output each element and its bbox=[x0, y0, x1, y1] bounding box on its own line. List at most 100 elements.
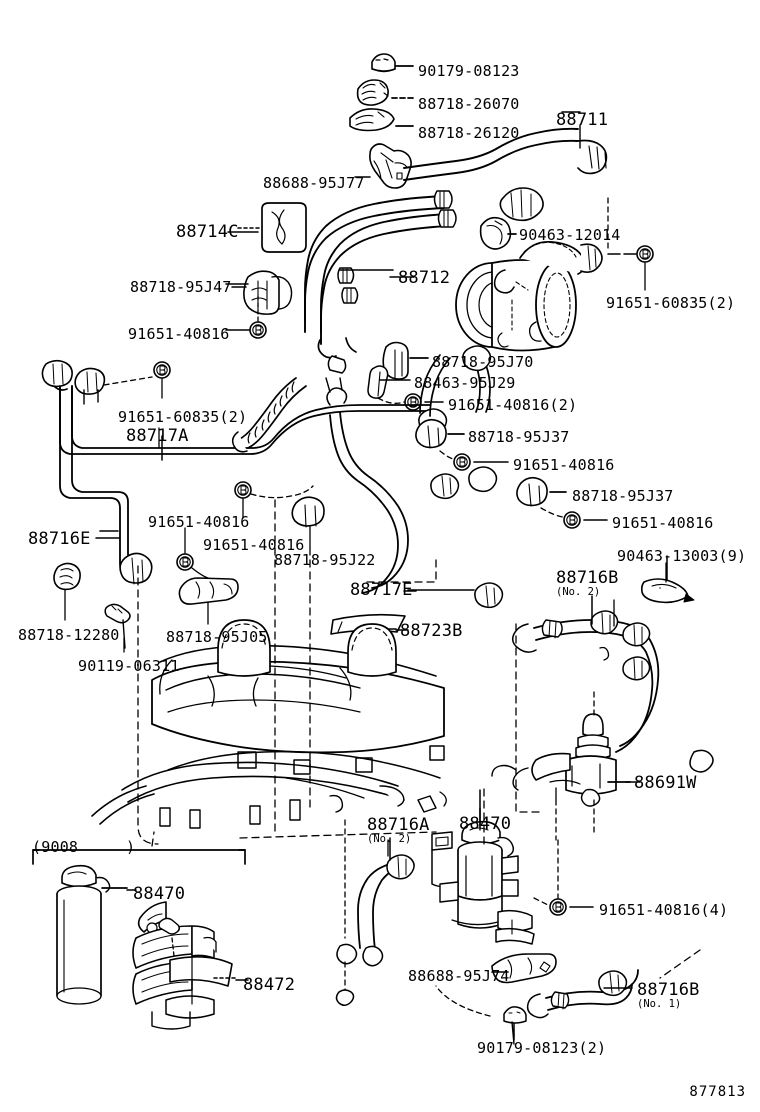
part-number-text: 88718-95J37 bbox=[572, 487, 674, 505]
part-label-l25: 88718-95J22 bbox=[274, 552, 376, 569]
part-label-l23: 88716E bbox=[28, 530, 91, 549]
part-label-l01: 90179-08123 bbox=[418, 62, 520, 80]
part-number-text: 88470 bbox=[133, 884, 186, 904]
part-label-l20: 91651-40816 bbox=[148, 514, 250, 531]
part-label-l31: 90119-06311 bbox=[78, 657, 180, 675]
part-label-l21: 91651-40816 bbox=[612, 514, 714, 532]
part-icon-90119-06311 bbox=[104, 603, 131, 649]
part-label-l24: 90463-13003(9) bbox=[617, 547, 747, 565]
part-label-l17: 88718-95J37 bbox=[468, 428, 570, 446]
part-number-text: 88714C bbox=[176, 222, 239, 242]
part-number-text: 88718-26070 bbox=[418, 95, 520, 113]
part-label-l22: 91651-40816 bbox=[203, 536, 305, 554]
bolt-symbol-B-2 bbox=[636, 245, 654, 263]
part-label-l29: 88718-12280 bbox=[18, 627, 120, 644]
part-label-suffix: (No. 2) bbox=[367, 832, 412, 845]
part-number-text: 90119-06311 bbox=[78, 657, 180, 675]
part-88717E-pipe bbox=[325, 377, 504, 609]
part-label-l33: 88470 bbox=[459, 815, 511, 834]
part-icon-90463-12014 bbox=[479, 216, 512, 250]
part-label-l28: 88723B bbox=[400, 622, 463, 641]
part-number-text: 88718-95J37 bbox=[468, 428, 570, 446]
part-label-l16: 88717A bbox=[126, 426, 189, 446]
part-label-l07: 90463-12014 bbox=[519, 226, 621, 244]
part-number-text: 88472 bbox=[243, 975, 296, 995]
part-88716E-hose bbox=[59, 385, 153, 585]
part-number-text: 88716A bbox=[367, 815, 430, 835]
part-number-text: 88691W bbox=[634, 773, 697, 793]
part-number-text: 91651-40816 bbox=[203, 536, 305, 554]
part-label-l27: 88717E bbox=[350, 580, 413, 600]
part-icon-88718-95J22 bbox=[291, 496, 325, 528]
part-icon-88718-26120 bbox=[349, 108, 395, 132]
part-label-l32: 88691W bbox=[634, 773, 697, 793]
part-icon-88718-95J37-b bbox=[516, 476, 548, 507]
bolt-symbol-B-9 bbox=[549, 898, 567, 916]
part-number-text: 88688-95J77 bbox=[263, 174, 365, 192]
part-number-text: 90463-13003(9) bbox=[617, 547, 747, 565]
part-label-l19: 88718-95J37 bbox=[572, 487, 674, 505]
part-icon-88688-95J77 bbox=[369, 143, 412, 189]
part-number-text: 91651-40816(2) bbox=[448, 396, 578, 414]
part-label-l09: 88718-95J47 bbox=[130, 278, 232, 296]
part-label-l02: 88718-26070 bbox=[418, 95, 520, 113]
part-label-l39: 88472 bbox=[243, 975, 296, 995]
leader-lines bbox=[95, 111, 668, 1041]
part-number-text: 90179-08123(2) bbox=[477, 1039, 607, 1057]
part-number-text: 88716B bbox=[637, 980, 700, 1000]
part-label-suffix: (No. 1) bbox=[637, 997, 682, 1010]
part-icon-88718-26070 bbox=[356, 79, 389, 106]
part-number-text: 91651-60835(2) bbox=[606, 294, 736, 312]
part-number-text: 90463-12014 bbox=[519, 226, 621, 244]
part-label-l12: 88718-95J70 bbox=[432, 353, 534, 371]
part-number-text: 88717A bbox=[126, 426, 189, 446]
part-icon-inset-bolt bbox=[158, 917, 180, 957]
part-label-l38: 91651-40816(4) bbox=[599, 902, 728, 919]
part-88470-drier-assembly bbox=[431, 820, 535, 945]
part-label-l30: 88718-95J05 bbox=[166, 628, 268, 646]
part-icon-88718-95J47 bbox=[243, 270, 293, 315]
part-icon-90179-08123 bbox=[371, 53, 396, 73]
bolt-symbol-B-8 bbox=[234, 481, 252, 499]
part-label-l03: 88718-26120 bbox=[418, 124, 520, 142]
bolt-symbol-B-4 bbox=[153, 361, 171, 379]
part-label-l05: 88688-95J77 bbox=[263, 174, 365, 192]
part-label-l06: 88714C bbox=[176, 222, 239, 242]
part-label-l40: 88716B(No. 1) bbox=[637, 980, 700, 1010]
part-88711-suction-hose bbox=[403, 127, 608, 222]
part-label-l42: 90179-08123(2) bbox=[477, 1039, 607, 1057]
part-icon-88718-95J37-a bbox=[415, 418, 447, 449]
part-label-l37: 88470 bbox=[133, 884, 186, 904]
part-number-text: 88718-95J47 bbox=[130, 278, 232, 296]
part-blower-unit bbox=[91, 619, 447, 829]
part-number-text: 88718-26120 bbox=[418, 124, 520, 142]
part-88712-pipe-assembly bbox=[304, 190, 457, 374]
part-number-text: 91651-40816 bbox=[128, 325, 230, 343]
part-number-text: 88688-95J74 bbox=[408, 967, 510, 985]
diagram-number: 877813 bbox=[689, 1084, 746, 1100]
part-number-text: 88718-95J05 bbox=[166, 628, 268, 646]
part-label-l15: 91651-60835(2) bbox=[118, 408, 248, 426]
part-pipes-right-upper bbox=[419, 345, 498, 493]
part-88470-drier-inset bbox=[56, 864, 111, 1005]
bolt-symbol-B-5 bbox=[453, 453, 471, 471]
inset-bracket-9008 bbox=[32, 849, 246, 865]
part-label-l36: ) bbox=[126, 838, 136, 856]
part-number-text: 90179-08123 bbox=[418, 62, 520, 80]
part-number-text: 88718-95J70 bbox=[432, 353, 534, 371]
part-icon-88463-95J29 bbox=[367, 365, 389, 399]
part-label-l11: 91651-40816 bbox=[128, 325, 230, 343]
part-number-text: 91651-60835(2) bbox=[118, 408, 248, 426]
part-label-l04: 88711 bbox=[556, 111, 608, 130]
part-icon-88718-12280 bbox=[53, 562, 81, 591]
part-number-text: 91651-40816 bbox=[612, 514, 714, 532]
part-number-text: ) bbox=[126, 838, 136, 856]
part-label-l41: 88688-95J74 bbox=[408, 967, 510, 985]
reference-lines bbox=[137, 499, 701, 979]
part-label-l08: 88712 bbox=[398, 269, 450, 288]
bolt-symbol-B-6 bbox=[563, 511, 581, 529]
part-number-text: 88717E bbox=[350, 580, 413, 600]
part-label-l10: 91651-60835(2) bbox=[606, 294, 736, 312]
part-88716A-no2-tube bbox=[357, 854, 415, 967]
